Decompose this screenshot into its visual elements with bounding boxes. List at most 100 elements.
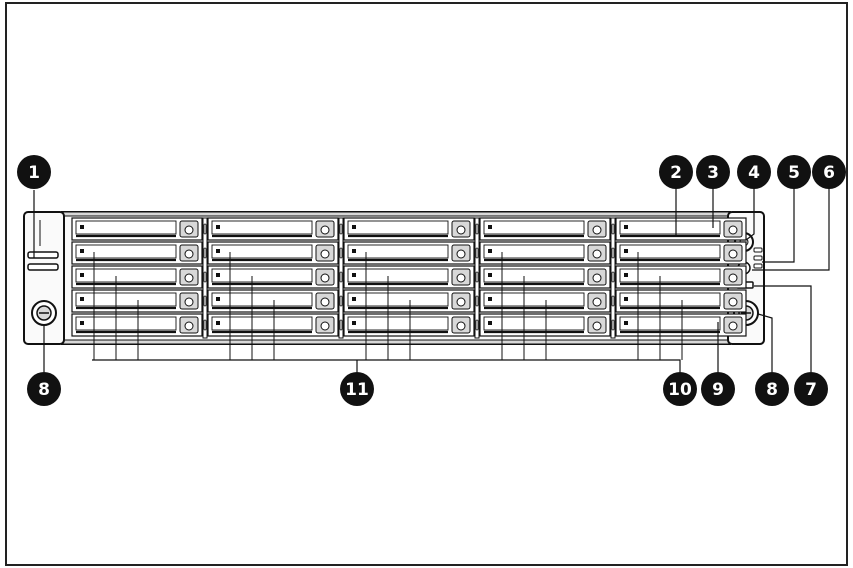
drive-face bbox=[347, 292, 449, 307]
chassis-top-rail bbox=[61, 211, 731, 217]
leader-5 bbox=[762, 188, 795, 263]
drive-bay bbox=[479, 241, 611, 265]
callout-9: 9 bbox=[701, 372, 735, 406]
drive-label-dot bbox=[488, 273, 492, 277]
drive-bay bbox=[479, 217, 611, 241]
drive-face bbox=[619, 244, 721, 259]
callout-4: 4 bbox=[737, 155, 771, 189]
bay-led bbox=[339, 295, 343, 307]
bay-led bbox=[339, 223, 343, 235]
drive-activity-led bbox=[456, 249, 466, 259]
drive-activity-led bbox=[320, 321, 330, 331]
bay-led bbox=[475, 247, 479, 259]
callout-3: 3 bbox=[696, 155, 730, 189]
drive-activity-led bbox=[728, 225, 738, 235]
drive-face bbox=[347, 268, 449, 283]
drive-activity-led bbox=[456, 297, 466, 307]
drive-label-dot bbox=[80, 321, 84, 325]
drive-activity-led bbox=[592, 249, 602, 259]
drive-bay bbox=[207, 217, 339, 241]
drive-face bbox=[483, 292, 585, 307]
leader-8b bbox=[757, 313, 773, 372]
drive-face bbox=[75, 220, 177, 235]
left-ear-handle-lower[interactable] bbox=[27, 263, 59, 271]
drive-activity-led bbox=[456, 273, 466, 283]
bay-led bbox=[203, 319, 207, 331]
drive-bay bbox=[207, 313, 339, 337]
svg-text:9: 9 bbox=[712, 380, 724, 400]
drive-activity-led bbox=[320, 273, 330, 283]
drive-label-dot bbox=[216, 297, 220, 301]
callout-leader-lines bbox=[33, 188, 830, 372]
svg-text:2: 2 bbox=[670, 163, 682, 183]
drive-label-dot bbox=[624, 249, 628, 253]
drive-activity-led bbox=[728, 297, 738, 307]
callout-10: 10 bbox=[663, 372, 697, 406]
left-ear-handle[interactable] bbox=[27, 251, 59, 259]
callout-5: 5 bbox=[777, 155, 811, 189]
leader-10 bbox=[668, 359, 681, 372]
drive-face bbox=[483, 316, 585, 331]
drive-label-dot bbox=[352, 225, 356, 229]
drive-bay bbox=[207, 265, 339, 289]
bay-led bbox=[475, 271, 479, 283]
svg-text:6: 6 bbox=[823, 163, 835, 183]
drive-bay bbox=[71, 217, 203, 241]
drive-face bbox=[483, 244, 585, 259]
drive-activity-led bbox=[728, 321, 738, 331]
svg-text:7: 7 bbox=[805, 380, 817, 400]
drive-face bbox=[483, 268, 585, 283]
drive-bay bbox=[343, 313, 475, 337]
drive-face bbox=[619, 220, 721, 235]
drive-face bbox=[75, 244, 177, 259]
callout-7: 7 bbox=[794, 372, 828, 406]
drive-bay bbox=[71, 241, 203, 265]
bay-led bbox=[339, 319, 343, 331]
bay-led bbox=[475, 295, 479, 307]
drive-activity-led bbox=[184, 225, 194, 235]
drive-bay bbox=[479, 289, 611, 313]
drive-face bbox=[483, 220, 585, 235]
drive-bay bbox=[71, 289, 203, 313]
drive-face bbox=[211, 268, 313, 283]
svg-text:8: 8 bbox=[38, 380, 50, 400]
drive-activity-led bbox=[320, 225, 330, 235]
drive-bay bbox=[479, 265, 611, 289]
bay-led bbox=[203, 295, 207, 307]
drive-label-dot bbox=[80, 225, 84, 229]
drive-bay-array bbox=[71, 217, 747, 339]
chassis-bottom-rail bbox=[61, 339, 731, 345]
bay-led bbox=[203, 271, 207, 283]
bay-led bbox=[475, 223, 479, 235]
drive-bay bbox=[343, 217, 475, 241]
drive-face bbox=[211, 220, 313, 235]
left-rack-ear bbox=[23, 211, 65, 345]
drive-activity-led bbox=[320, 297, 330, 307]
drive-activity-led bbox=[184, 321, 194, 331]
leader-7 bbox=[754, 285, 812, 372]
drive-label-dot bbox=[216, 273, 220, 277]
bay-led bbox=[339, 271, 343, 283]
figure-border bbox=[5, 2, 848, 566]
drive-face bbox=[619, 292, 721, 307]
drive-label-dot bbox=[352, 273, 356, 277]
drive-activity-led bbox=[728, 249, 738, 259]
drive-label-dot bbox=[624, 225, 628, 229]
bay-led bbox=[203, 247, 207, 259]
drive-activity-led bbox=[320, 249, 330, 259]
drive-bay bbox=[207, 241, 339, 265]
callout-markers: 1 2 3 4 5 6 7 8 bbox=[17, 155, 846, 406]
drive-face bbox=[211, 292, 313, 307]
drive-bay bbox=[615, 313, 747, 337]
drive-bay bbox=[479, 313, 611, 337]
thumbscrew-icon[interactable] bbox=[31, 300, 57, 326]
drive-bay bbox=[343, 265, 475, 289]
drive-label-dot bbox=[624, 321, 628, 325]
drive-bay bbox=[71, 313, 203, 337]
svg-text:5: 5 bbox=[788, 163, 800, 183]
drive-face bbox=[211, 316, 313, 331]
drive-label-dot bbox=[488, 297, 492, 301]
svg-text:11: 11 bbox=[345, 380, 369, 400]
